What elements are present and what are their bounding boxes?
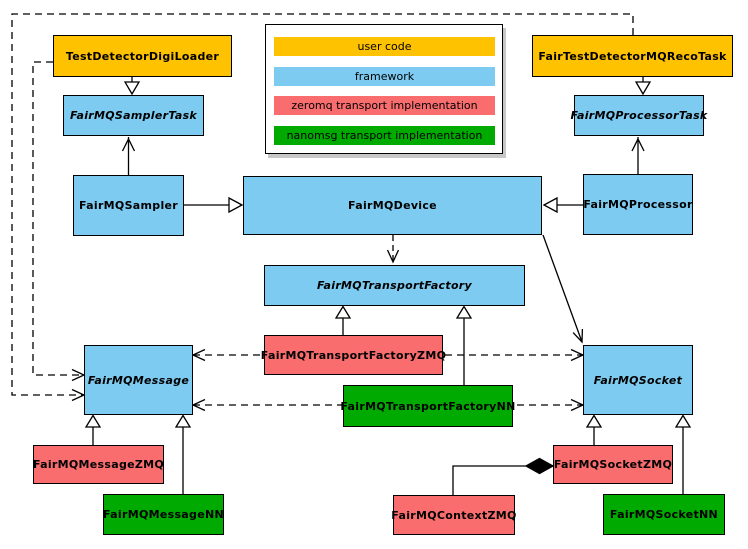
legend-item-zeromq: zeromq transport implementation bbox=[274, 96, 495, 115]
edge-inherit-digiloader-samplertask bbox=[123, 77, 141, 96]
class-node-fairmq-processor: FairMQProcessor bbox=[583, 174, 693, 235]
edge-inherit-socketnn-socket bbox=[674, 414, 692, 494]
class-node-fairmq-context-zmq: FairMQContextZMQ bbox=[391, 495, 516, 535]
edge-assoc-sampler-samplertask bbox=[121, 137, 136, 175]
class-node-fairmq-processor-task: FairMQProcessorTask bbox=[570, 95, 707, 136]
edge-inherit-recotask-processortask bbox=[634, 76, 652, 96]
edge-comp-contextzmq-socketzmq bbox=[452, 457, 555, 495]
edge-inherit-socketzmq-socket bbox=[585, 414, 603, 445]
class-node-fairmq-socket-nn: FairMQSocketNN bbox=[603, 494, 725, 535]
legend: user code framework zeromq transport imple… bbox=[265, 24, 503, 154]
class-node-fairmq-device: FairMQDevice bbox=[243, 176, 542, 235]
class-node-fairmq-socket-zmq: FairMQSocketZMQ bbox=[553, 445, 673, 484]
class-node-fairmq-transport-factory: FairMQTransportFactory bbox=[264, 265, 525, 306]
edge-inherit-messagenn-message bbox=[174, 414, 192, 494]
class-node-fairmq-socket: FairMQSocket bbox=[583, 345, 693, 415]
edge-dep-device-transportfactory bbox=[386, 235, 400, 264]
class-node-fairmq-message-nn: FairMQMessageNN bbox=[103, 494, 224, 535]
edge-assoc-device-socket bbox=[542, 234, 584, 344]
class-node-fairmq-transport-factory-zmq: FairMQTransportFactoryZMQ bbox=[261, 335, 446, 375]
edge-inherit-factoryzmq-factory bbox=[334, 305, 352, 335]
class-node-fairmq-sampler-task: FairMQSamplerTask bbox=[63, 95, 204, 136]
edge-inherit-processor-device bbox=[542, 196, 583, 214]
legend-item-framework: framework bbox=[274, 67, 495, 86]
legend-item-nanomsg: nanomsg transport implementation bbox=[274, 126, 495, 145]
class-node-fairmq-sampler: FairMQSampler bbox=[73, 175, 184, 236]
edge-inherit-factorynn-factory bbox=[455, 305, 473, 385]
class-node-fairmq-transport-factory-nn: FairMQTransportFactoryNN bbox=[340, 385, 515, 427]
class-node-fairmq-message: FairMQMessage bbox=[84, 345, 193, 415]
class-node-test-detector-digi-loader: TestDetectorDigiLoader bbox=[53, 35, 232, 77]
legend-item-user-code: user code bbox=[274, 37, 495, 56]
edge-inherit-messagezmq-message bbox=[84, 414, 102, 445]
edge-inherit-sampler-device bbox=[184, 196, 244, 214]
edge-assoc-processor-processortask bbox=[631, 137, 645, 174]
class-node-fairmq-message-zmq: FairMQMessageZMQ bbox=[33, 445, 164, 484]
class-node-fair-test-detector-mq-reco-task: FairTestDetectorMQRecoTask bbox=[532, 35, 733, 77]
